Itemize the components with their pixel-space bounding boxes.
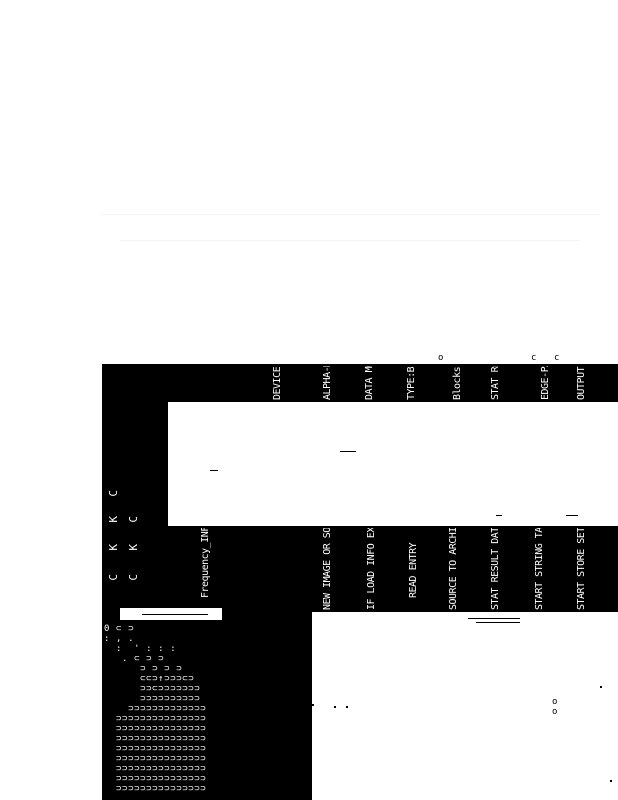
header-col-4: TYPE:BLOCK: [406, 366, 417, 400]
tree-header-bar-line: [142, 614, 208, 615]
speck-3: [346, 706, 348, 708]
speck-1: [312, 704, 314, 706]
header-col-7: EDGE-PATH: [540, 366, 551, 400]
tree-row: ⊃⊃⊃⊃⊃⊃⊃⊃⊃⊃⊃⊃⊃: [104, 704, 207, 714]
terminal-output-window: [168, 402, 618, 526]
header-col-8: OUTPUT MAP: [576, 366, 587, 400]
tree-list: 0 ⊂ ⊃ : , . : ' : : : . ⊂ ⊃ ⊃ ⊃ ⊃ ⊃ ⊃ ⊂⊂…: [104, 624, 310, 798]
ring-icon: o: [552, 707, 558, 717]
speck-5: [610, 780, 612, 782]
underline-tick-2: [476, 622, 520, 623]
header-col-1: DEVICE ONLY: [272, 366, 283, 400]
lower-col-7: START STORE SET: [576, 528, 587, 610]
faint-divider-2: [120, 240, 580, 241]
faint-divider-1: [100, 214, 600, 215]
side-letter-7: C: [127, 516, 140, 523]
tree-row: ⊃⊃⊃⊃⊃⊃⊃⊃⊃⊃⊃⊃⊃⊃⊃: [104, 744, 207, 754]
tree-row: . ⊂ ⊃ ⊃: [104, 654, 165, 664]
lower-col-2: IF LOAD INFO EXIST: [366, 528, 377, 610]
lower-col-6: START STRING TABLE: [534, 528, 545, 610]
window-tick-1: [340, 451, 356, 452]
side-letter-2: K: [107, 544, 120, 551]
lower-col-3: READ ENTRY: [408, 542, 419, 598]
window-tick-2: [210, 470, 218, 471]
side-letter-4: C: [107, 490, 120, 497]
header-col-3: DATA MOUNT: [364, 366, 375, 400]
window-tick-3: [496, 515, 502, 516]
tree-row: ⊃ ⊃ ⊃ ⊃: [104, 664, 183, 674]
lower-col-5: STAT RESULT DATA: [490, 528, 501, 610]
terminal-lower-band: [168, 526, 618, 612]
tree-row: : , .: [104, 634, 135, 644]
tree-row: ⊃⊃⊃⊃⊃⊃⊃⊃⊃⊃⊃⊃⊃⊃⊃: [104, 774, 207, 784]
header-marker-b: c: [531, 353, 537, 363]
side-letter-6: C: [127, 574, 140, 581]
lower-col-0: Frequency_INFO: [200, 528, 211, 598]
window-tick-4: [566, 515, 578, 516]
side-letter-3: K: [107, 516, 120, 523]
circle-icon: o: [552, 697, 558, 707]
side-letter-1: C: [107, 574, 120, 581]
speck-6: [306, 758, 308, 760]
tree-row: ⊃⊃⊃⊃⊃⊃⊃⊃⊃⊃⊃⊃⊃⊃⊃: [104, 714, 207, 724]
tree-row: ⊃⊃⊃⊃⊃⊃⊃⊃⊃⊃⊃⊃⊃⊃⊃: [104, 764, 207, 774]
tree-row: ⊃⊃⊃⊃⊃⊃⊃⊃⊃⊃⊃⊃⊃⊃⊃: [104, 734, 207, 744]
header-marker-c: c: [554, 353, 560, 363]
tree-row: : ' : : :: [104, 644, 177, 654]
header-col-6: STAT ROOT: [490, 366, 501, 400]
tree-row: ⊃⊃⊂⊃⊃⊃⊃⊃⊃⊃: [104, 684, 201, 694]
tree-row: ⊃⊃⊃⊃⊃⊃⊃⊃⊃⊃: [104, 694, 201, 704]
tree-row: ⊃⊃⊃⊃⊃⊃⊃⊃⊃⊃⊃⊃⊃⊃⊃: [104, 784, 207, 794]
tree-row: ⊃⊃⊃⊃⊃⊃⊃⊃⊃⊃⊃⊃⊃⊃⊃: [104, 754, 207, 764]
header-col-2: ALPHA-MEDIA: [322, 366, 333, 400]
side-letter-5: K: [127, 544, 140, 551]
header-marker-a: o: [438, 353, 444, 363]
underline-tick-1: [468, 618, 520, 619]
terminal-header-band: [102, 364, 618, 402]
tree-row: 0 ⊂ ⊃: [104, 624, 135, 634]
lower-col-1: NEW IMAGE OR SOURCE: [322, 528, 333, 610]
speck-2: [334, 706, 336, 708]
tree-row: ⊃⊃⊃⊃⊃⊃⊃⊃⊃⊃⊃⊃⊃⊃⊃: [104, 724, 207, 734]
speck-4: [600, 686, 602, 688]
lower-col-4: SOURCE TO ARCHIVE: [448, 528, 459, 610]
terminal-tree-panel: [102, 610, 312, 800]
tree-row: ⊂⊂⊃↑⊃⊃⊃⊂⊃: [104, 674, 195, 684]
header-col-5: Blocks(0): [452, 366, 463, 400]
